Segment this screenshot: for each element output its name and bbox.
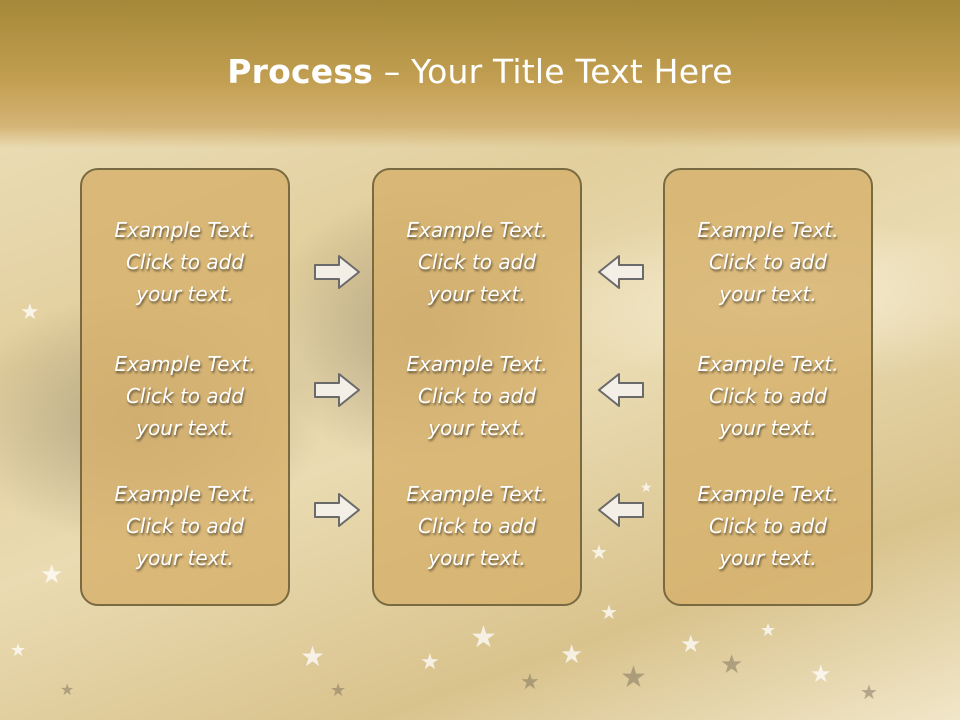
star-confetti-icon: ★ [600, 600, 618, 624]
panel-text[interactable]: Example Text. Click to add your text. [697, 352, 839, 440]
star-confetti-icon: ★ [330, 680, 347, 701]
star-confetti-icon: ★ [720, 650, 744, 680]
star-confetti-icon: ★ [300, 640, 326, 673]
right-arrow-icon [313, 492, 361, 528]
star-confetti-icon: ★ [520, 670, 540, 695]
star-confetti-icon: ★ [860, 680, 878, 704]
slide-title[interactable]: Process – Your Title Text Here [0, 52, 960, 91]
star-confetti-icon: ★ [760, 620, 777, 641]
star-confetti-icon: ★ [590, 540, 608, 564]
process-panel-3[interactable]: Example Text. Click to add your text. Ex… [663, 168, 873, 606]
panel-text[interactable]: Example Text. Click to add your text. [406, 352, 548, 440]
star-confetti-icon: ★ [20, 300, 40, 325]
star-confetti-icon: ★ [560, 640, 584, 670]
left-arrow-icon [597, 254, 645, 290]
panel-text[interactable]: Example Text. Click to add your text. [697, 482, 839, 570]
right-arrow-icon [313, 254, 361, 290]
star-confetti-icon: ★ [470, 620, 497, 655]
panel-text[interactable]: Example Text. Click to add your text. [406, 482, 548, 570]
panel-text[interactable]: Example Text. Click to add your text. [114, 482, 256, 570]
process-panel-1[interactable]: Example Text. Click to add your text. Ex… [80, 168, 290, 606]
title-bold-text: Process [227, 52, 374, 91]
right-arrow-icon [313, 372, 361, 408]
star-confetti-icon: ★ [40, 560, 64, 590]
star-confetti-icon: ★ [620, 660, 647, 695]
panel-text[interactable]: Example Text. Click to add your text. [114, 218, 256, 306]
star-confetti-icon: ★ [60, 680, 75, 699]
panel-text[interactable]: Example Text. Click to add your text. [114, 352, 256, 440]
star-confetti-icon: ★ [810, 660, 832, 688]
left-arrow-icon [597, 492, 645, 528]
star-confetti-icon: ★ [680, 630, 702, 658]
panel-text[interactable]: Example Text. Click to add your text. [697, 218, 839, 306]
left-arrow-icon [597, 372, 645, 408]
title-rest-text: – Your Title Text Here [373, 52, 733, 91]
panel-text[interactable]: Example Text. Click to add your text. [406, 218, 548, 306]
process-panel-2[interactable]: Example Text. Click to add your text. Ex… [372, 168, 582, 606]
star-confetti-icon: ★ [10, 640, 27, 661]
title-bar [0, 0, 960, 148]
star-confetti-icon: ★ [420, 650, 440, 675]
